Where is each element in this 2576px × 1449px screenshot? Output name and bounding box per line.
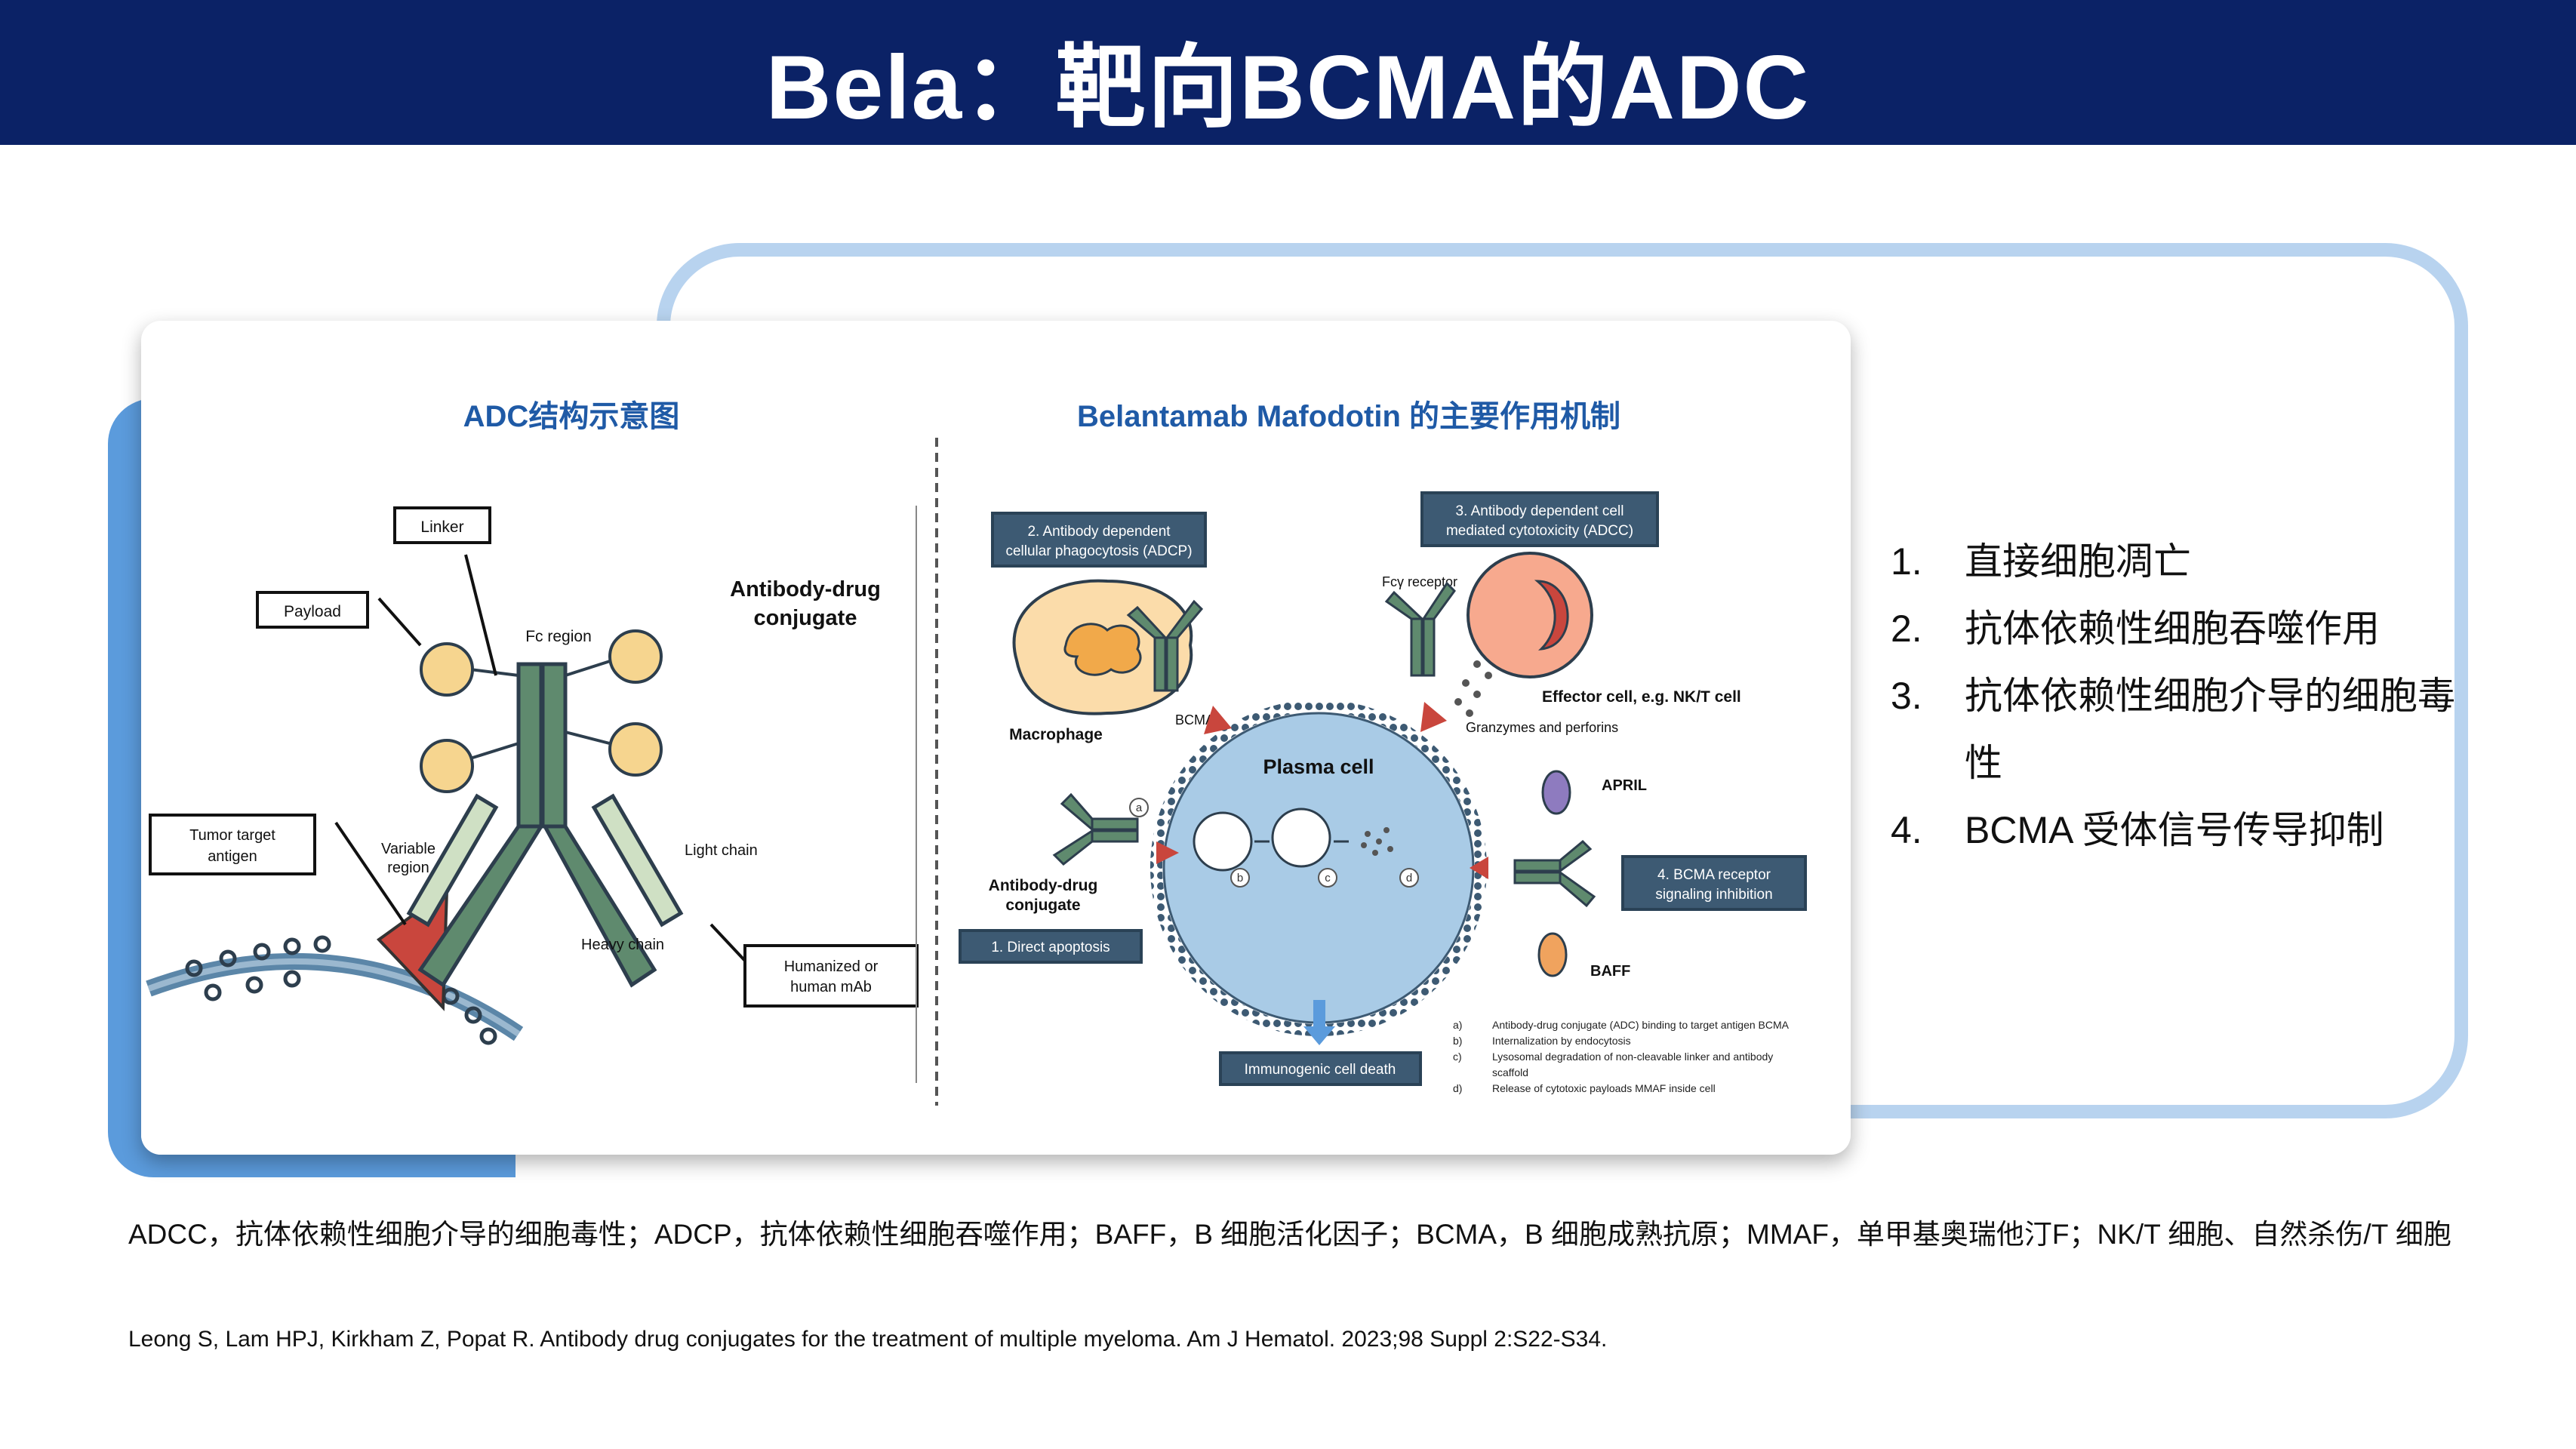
right-panel-title: Belantamab Mafodotin 的主要作用机制 [1077,400,1620,433]
citation-footnote: Leong S, Lam HPJ, Kirkham Z, Popat R. An… [128,1327,1608,1352]
plasma-cell-label: Plasma cell [1263,755,1374,778]
down-arrow-icon [1303,1000,1335,1045]
adc-right-label-line2: conjugate [1005,897,1080,914]
list-item: 4. BCMA 受体信号传导抑制 [1891,797,2464,864]
list-text: 抗体依赖性细胞介导的细胞毒性 [1965,675,2455,784]
mechanism-list: 1. 直接细胞凋亡 2. 抗体依赖性细胞吞噬作用 3. 抗体依赖性细胞介导的细胞… [1891,528,2464,864]
tumor-antigen-label-box [149,814,316,875]
list-item: 1. 直接细胞凋亡 [1891,528,2464,595]
antibody-icon [406,662,684,988]
tumor-antigen-label-line1: Tumor target [189,827,275,844]
april-label: APRIL [1602,777,1647,794]
legend-key: c) [1453,1051,1462,1063]
step-a-marker: a [1136,801,1143,814]
list-text: 抗体依赖性细胞吞噬作用 [1965,608,2380,650]
step-c-marker: c [1325,872,1331,884]
immunogenic-label-box [1219,1051,1422,1086]
list-text: 直接细胞凋亡 [1965,540,2191,583]
left-panel-title: ADC结构示意图 [463,400,680,433]
figure-card: ADC结构示意图 [141,321,1851,1155]
baff-label: BAFF [1590,963,1630,980]
payload-label: Payload [284,603,341,620]
antibody-small-icon [1513,839,1596,908]
effector-cell-label: Effector cell, e.g. NK/T cell [1542,688,1741,706]
heavy-chain-label: Heavy chain [581,937,664,953]
tumor-antigen-label-line2: antigen [208,848,257,865]
humanized-mab-label-line2: human mAb [790,979,872,995]
list-number: 2. [1891,608,1922,650]
list-number: 4. [1891,809,1922,851]
direct-apoptosis-label-box [959,929,1143,964]
legend-key: b) [1453,1035,1462,1047]
direct-apoptosis-label: 1. Direct apoptosis [991,940,1109,955]
plasma-cell-icon [1150,700,1487,1036]
adcc-label-line1: 3. Antibody dependent cell [1456,503,1624,519]
bcma-signaling-label-line1: 4. BCMA receptor [1657,867,1771,883]
adcc-label-line2: mediated cytotoxicity (ADCC) [1446,523,1633,539]
granzymes-label: Granzymes and perforins [1466,720,1618,735]
tumor-cell-membrane [141,935,534,1155]
adc-label-line2: conjugate [754,606,857,630]
legend-key: d) [1453,1082,1462,1094]
adcc-label-box [1420,491,1659,547]
step-b-marker: b [1237,872,1243,884]
adc-right-label-line1: Antibody-drug [989,877,1098,894]
legend-text: Release of cytotoxic payloads MMAF insid… [1492,1082,1716,1094]
fcy-receptor-label: Fcγ receptor [1382,574,1457,589]
antibody-small-icon [1126,599,1204,692]
legend-text: Lysosomal degradation of non-cleavable l… [1492,1051,1773,1063]
variable-region-label-line1: Variable [381,841,435,857]
april-ligand-icon [1541,770,1571,815]
legend-text: Internalization by endocytosis [1492,1035,1631,1047]
legend-key: a) [1453,1019,1462,1031]
linker-label: Linker [420,518,463,536]
adc-label-line1: Antibody-drug [730,577,881,601]
immunogenic-label: Immunogenic cell death [1245,1062,1396,1078]
fc-region-label: Fc region [525,628,592,645]
bcma-signaling-label-line2: signaling inhibition [1655,887,1772,903]
macrophage-nucleus-icon [1063,623,1142,676]
humanized-mab-label-line1: Humanized or [784,958,879,975]
list-number: 3. [1891,675,1922,717]
humanized-mab-label-box [743,944,919,1008]
payload-release-dots-icon [1361,827,1393,856]
list-text: BCMA 受体信号传导抑制 [1965,809,2384,851]
adcp-label-line2: cellular phagocytosis (ADCP) [1005,543,1192,559]
antibody-small-icon [1384,581,1456,677]
title-bar: Bela：靶向BCMA的ADC [0,0,2576,145]
antibody-small-icon [1052,792,1139,866]
payload-icon [420,629,663,793]
effector-cell-icon [1467,552,1593,678]
light-chain-label: Light chain [685,842,758,859]
legend-text: scaffold [1492,1066,1528,1078]
legend-text: Antibody-drug conjugate (ADC) binding to… [1492,1019,1790,1031]
abbreviations-footnote: ADCC，抗体依赖性细胞介导的细胞毒性；ADCP，抗体依赖性细胞吞噬作用；BAF… [128,1219,2451,1250]
bcma-signaling-label-box [1621,855,1807,911]
granzyme-particles-icon [1454,660,1492,717]
payload-label-box [256,591,369,629]
list-item: 2. 抗体依赖性细胞吞噬作用 [1891,595,2464,663]
step-d-marker: d [1406,872,1412,884]
mechanism-figure: ADC结构示意图 [141,400,1807,1155]
macrophage-label: Macrophage [1009,726,1103,743]
adcp-label-box [991,512,1207,568]
bcma-receptor-icon [1156,702,1488,879]
list-item: 3. 抗体依赖性细胞介导的细胞毒性 [1891,663,2464,797]
variable-region-label-line2: region [387,860,429,876]
endosome-icon [1193,808,1331,872]
linker-label-box [393,506,491,544]
mechanism-legend: a) Antibody-drug conjugate (ADC) binding… [1453,1019,1790,1094]
bcma-label: BCMA [1175,712,1214,728]
list-number: 1. [1891,540,1922,583]
slide-title: Bela：靶向BCMA的ADC [765,37,1811,138]
adcp-label-line1: 2. Antibody dependent [1027,524,1171,540]
effector-nucleus-icon [1534,580,1569,651]
baff-ligand-icon [1537,932,1568,977]
